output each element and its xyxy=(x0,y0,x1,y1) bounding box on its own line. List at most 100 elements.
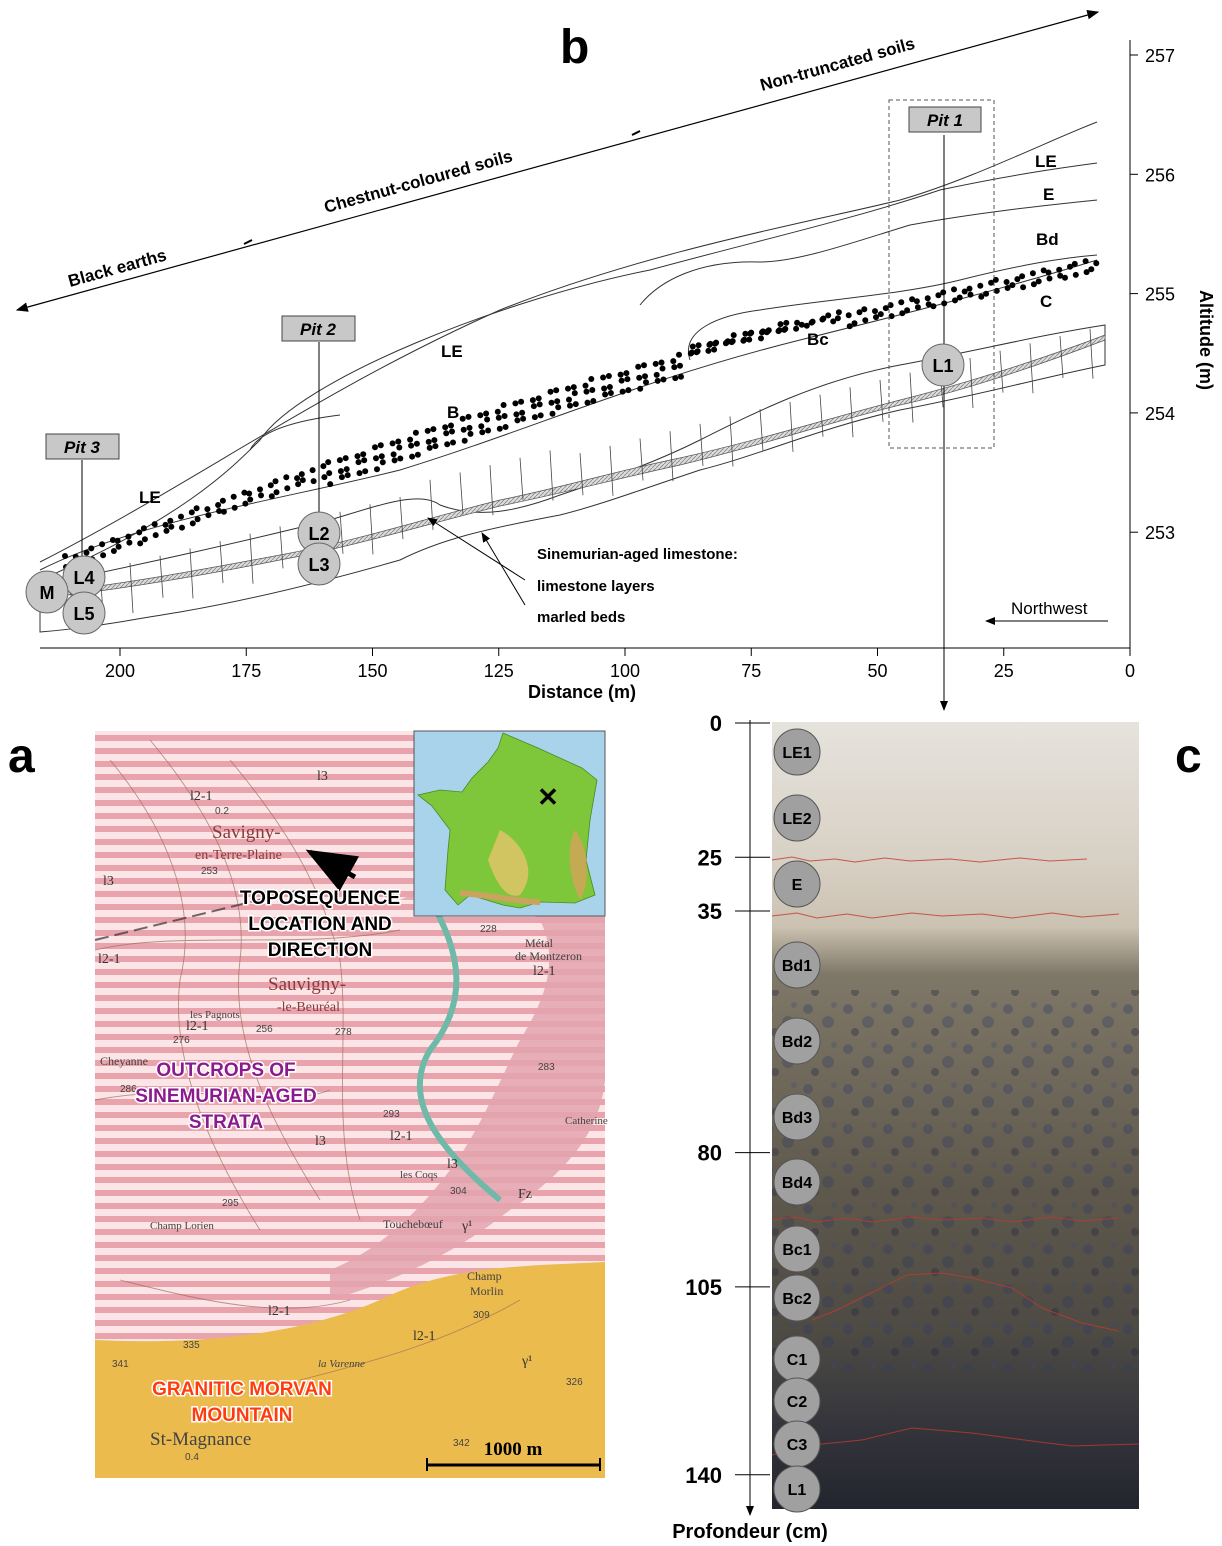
place-montzeron: de Montzeron xyxy=(515,949,582,963)
code-l21-6: l2-1 xyxy=(413,1329,436,1344)
gravel-dot xyxy=(624,376,631,383)
gravel-dot xyxy=(637,385,644,392)
limestone-joint xyxy=(159,555,164,598)
place-savigny: Savigny- xyxy=(212,822,281,843)
gravel-dot xyxy=(62,553,68,559)
gravel-dot xyxy=(408,442,415,449)
horizon-sample-le2: LE2 xyxy=(773,794,821,842)
pit1-box xyxy=(888,99,995,449)
gravel-dot xyxy=(448,422,454,429)
gravel-dot xyxy=(377,442,384,449)
gravel-dot xyxy=(137,540,144,547)
height-283: 283 xyxy=(538,1062,555,1073)
gravel-dot xyxy=(600,374,607,381)
gravel-dot xyxy=(607,390,614,396)
gravel-dot xyxy=(390,451,397,458)
le-lens xyxy=(249,414,341,451)
gravel-dot xyxy=(336,457,343,464)
gravel-dot xyxy=(466,424,473,431)
gravel-dot xyxy=(309,467,316,474)
gravel-dot xyxy=(537,412,544,419)
gravel-dot xyxy=(798,321,805,328)
gravel-dot xyxy=(851,320,858,327)
scale-label: 1000 m xyxy=(484,1439,543,1460)
legend-limestone-layers: limestone layers xyxy=(537,578,655,595)
pit-3-label: Pit 3 xyxy=(45,433,120,460)
gravel-dot xyxy=(555,404,562,411)
gravel-dot xyxy=(830,318,837,325)
horizon-b: B xyxy=(447,403,459,422)
gravel-dot xyxy=(694,348,701,355)
limestone-joint xyxy=(849,387,854,438)
x-tick-label: 50 xyxy=(867,661,887,681)
gravel-dot xyxy=(413,440,420,447)
height-276: 276 xyxy=(173,1035,190,1046)
gravel-dot xyxy=(535,395,542,402)
limestone-joint xyxy=(729,416,734,467)
gravel-dot xyxy=(141,536,148,543)
depth-axis-label: Profondeur (cm) xyxy=(672,1521,828,1543)
gravel-dot xyxy=(952,297,958,304)
gravel-dot xyxy=(882,305,889,312)
horizon-sample-label: LE2 xyxy=(782,811,811,828)
gravel-dot xyxy=(338,474,345,481)
gravel-dot xyxy=(872,308,878,315)
limestone-joint xyxy=(909,372,914,423)
gravel-dot xyxy=(584,399,591,406)
gravel-dot xyxy=(1057,272,1064,279)
limestone-joint xyxy=(489,465,494,516)
limestone-joint xyxy=(639,438,644,481)
gravel-dot xyxy=(194,516,201,523)
gravel-dot xyxy=(320,463,327,470)
pit-1-label: Pit 1 xyxy=(908,106,982,133)
y-tick-label: 257 xyxy=(1145,46,1175,66)
gravel-dot xyxy=(1009,282,1016,289)
x-tick-label: 175 xyxy=(231,661,261,681)
limestone-joint xyxy=(369,504,374,555)
horizon-e: E xyxy=(1043,185,1054,204)
gravel-dot xyxy=(659,365,666,372)
horizon-sample-c1: C1 xyxy=(773,1335,821,1383)
horizon-sample-bc1: Bc1 xyxy=(773,1225,821,1273)
gravel-dot xyxy=(856,309,863,316)
horizon-sample-label: L1 xyxy=(788,1482,807,1499)
gravel-dot xyxy=(529,397,536,404)
gravel-dot xyxy=(565,385,571,392)
gravel-dot xyxy=(1062,274,1068,281)
france-inset: ✕ xyxy=(413,730,606,917)
gravel-dot xyxy=(966,285,973,292)
gravel-dot xyxy=(362,468,369,475)
sample-l1: L1 xyxy=(921,343,965,387)
height-309: 309 xyxy=(473,1310,490,1321)
gravel-dot xyxy=(168,523,175,530)
topo-line-3: DIRECTION xyxy=(268,940,373,961)
gravel-dot xyxy=(1004,285,1011,291)
gravel-dot xyxy=(636,374,643,381)
gravel-dot xyxy=(940,289,947,296)
gravel-dot xyxy=(967,291,974,298)
code-gamma-2: γ¹ xyxy=(521,1354,532,1369)
bd-boundary xyxy=(687,254,1098,361)
gravel-dot xyxy=(426,444,433,451)
sample-l5-text: L5 xyxy=(73,604,94,624)
gravel-dot xyxy=(678,373,684,380)
place-en-terre-plaine: en-Terre-Plaine xyxy=(195,848,282,863)
pit-2-text: Pit 2 xyxy=(300,320,336,339)
gravel-dot xyxy=(189,520,196,527)
limestone-joint xyxy=(399,497,404,540)
gravel-dot xyxy=(431,437,438,444)
gravel-dot xyxy=(151,521,158,528)
gravel-dot xyxy=(299,477,306,484)
horizon-bc: Bc xyxy=(807,330,829,349)
france-shape xyxy=(417,732,598,909)
sample-m-text: M xyxy=(40,583,55,603)
code-l21-5: l2-1 xyxy=(268,1304,291,1319)
gravel-dot xyxy=(567,402,573,409)
gravel-dot xyxy=(284,485,291,492)
gravel-dot xyxy=(356,470,363,477)
gravel-dot xyxy=(443,430,450,437)
horizon-sample-le1: LE1 xyxy=(773,728,821,776)
